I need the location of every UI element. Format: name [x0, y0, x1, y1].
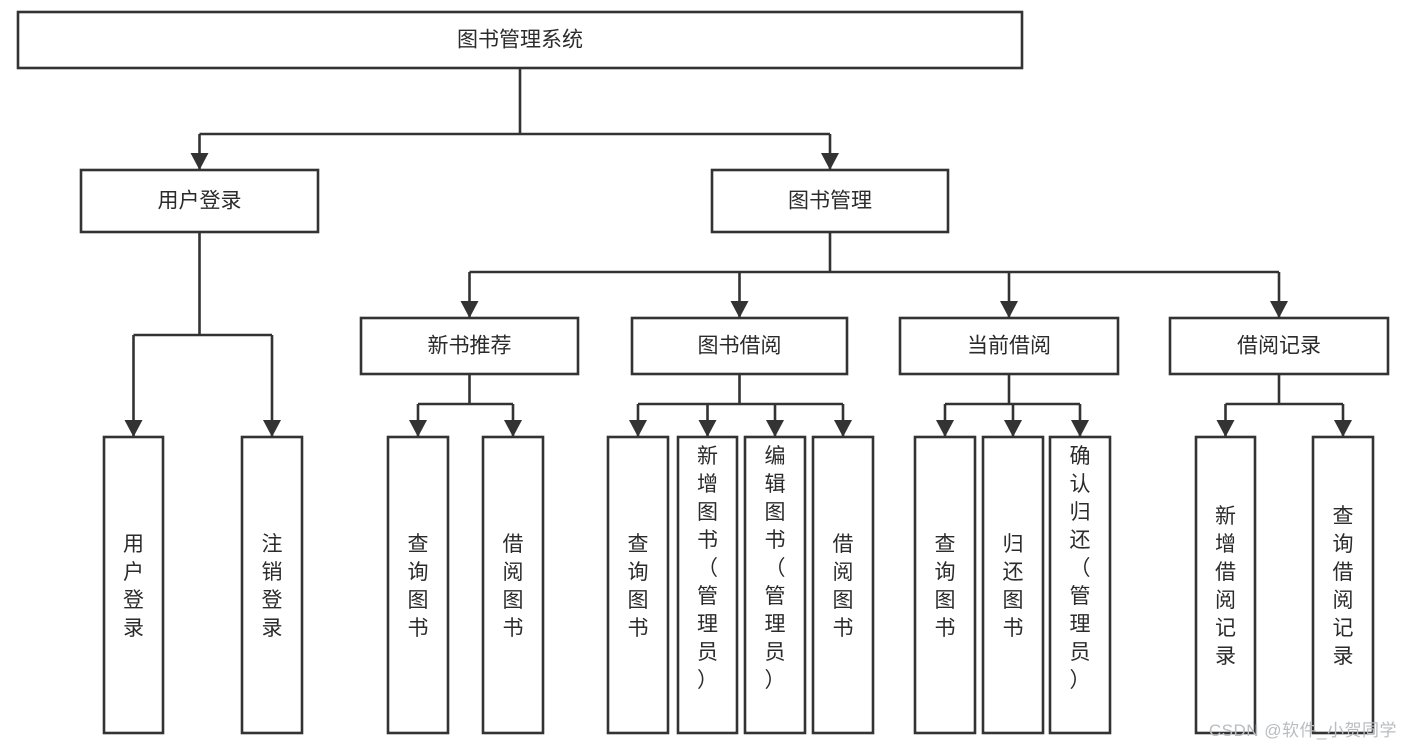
node-leaf-query-book-2[interactable]: 查询图书 — [606, 435, 670, 735]
node-label-vertical: 编辑图书（管理员） — [765, 445, 786, 692]
arrow-head-icon — [1000, 301, 1018, 318]
connector-layer — [124, 68, 1352, 437]
node-leaf-borrow-book-1[interactable]: 借阅图书 — [481, 435, 545, 735]
node-box — [710, 168, 950, 234]
node-box — [102, 435, 165, 735]
node-label: 新书推荐 — [428, 335, 512, 358]
arrow-head-icon — [834, 420, 852, 437]
node-leaf-return-book[interactable]: 归还图书 — [981, 435, 1045, 735]
node-leaf-query-book-1[interactable]: 查询图书 — [386, 435, 450, 735]
connector-group-borrow-record — [1216, 374, 1352, 437]
node-current-borrow[interactable]: 当前借阅 — [898, 316, 1120, 376]
node-leaf-user-login[interactable]: 用户登录 — [102, 435, 165, 735]
node-label: 图书管理系统 — [457, 29, 583, 52]
arrow-head-icon — [460, 301, 479, 318]
node-leaf-borrow-book-2[interactable]: 借阅图书 — [811, 435, 875, 735]
node-label: 图书管理 — [788, 190, 872, 213]
connector-group-user-login — [124, 232, 281, 437]
arrow-head-icon — [766, 420, 784, 437]
node-label-vertical: 查询借阅记录 — [1333, 505, 1354, 668]
node-box — [743, 435, 807, 735]
node-leaf-add-record[interactable]: 新增借阅记录 — [1194, 435, 1257, 735]
node-box — [79, 168, 320, 234]
node-label-vertical: 借阅图书 — [833, 533, 854, 640]
arrow-head-icon — [936, 420, 954, 437]
node-root[interactable]: 图书管理系统 — [16, 10, 1024, 70]
arrow-head-icon — [124, 420, 143, 437]
node-label-vertical: 借阅图书 — [503, 533, 524, 640]
node-box — [913, 435, 977, 735]
connector-group-book-borrow — [629, 374, 852, 437]
node-leaf-add-book[interactable]: 新增图书（管理员） — [676, 435, 739, 735]
arrow-head-icon — [730, 301, 749, 318]
node-box — [1168, 316, 1390, 376]
node-label-vertical: 用户登录 — [123, 533, 144, 640]
node-leaf-edit-book[interactable]: 编辑图书（管理员） — [743, 435, 807, 735]
csdn-watermark: CSDN @软件_小贺同学 — [1208, 721, 1397, 740]
node-label-vertical: 注销登录 — [262, 533, 283, 640]
node-box — [1048, 435, 1112, 735]
node-label-vertical: 查询图书 — [628, 533, 649, 640]
arrow-head-icon — [504, 420, 522, 437]
arrow-head-icon — [698, 420, 717, 437]
arrow-head-icon — [1071, 420, 1089, 437]
node-layer: 图书管理系统用户登录图书管理新书推荐图书借阅当前借阅借阅记录用户登录注销登录查询… — [16, 10, 1390, 735]
node-box — [898, 316, 1120, 376]
node-label-vertical: 新增借阅记录 — [1215, 505, 1236, 668]
node-box — [630, 316, 849, 376]
connector-group-book-manage — [460, 232, 1288, 318]
node-box — [481, 435, 545, 735]
node-label: 图书借阅 — [698, 335, 782, 358]
node-new-book-rec[interactable]: 新书推荐 — [359, 316, 580, 376]
node-label-vertical: 确认归还（管理员） — [1070, 445, 1091, 692]
node-box — [606, 435, 670, 735]
arrow-head-icon — [1334, 420, 1352, 437]
node-borrow-record[interactable]: 借阅记录 — [1168, 316, 1390, 376]
arrow-head-icon — [629, 420, 647, 437]
node-leaf-user-logout[interactable]: 注销登录 — [240, 435, 304, 735]
node-leaf-query-book-3[interactable]: 查询图书 — [913, 435, 977, 735]
node-label-vertical: 归还图书 — [1003, 533, 1024, 640]
node-leaf-query-record[interactable]: 查询借阅记录 — [1311, 435, 1375, 735]
node-book-borrow[interactable]: 图书借阅 — [630, 316, 849, 376]
node-label-vertical: 新增图书（管理员） — [697, 445, 718, 692]
arrow-head-icon — [1004, 420, 1022, 437]
node-box — [811, 435, 875, 735]
node-box — [240, 435, 304, 735]
node-box — [1194, 435, 1257, 735]
node-box — [676, 435, 739, 735]
arrow-head-icon — [1216, 420, 1235, 437]
node-label: 借阅记录 — [1237, 335, 1321, 358]
arrow-head-icon — [263, 420, 281, 437]
node-label-vertical: 查询图书 — [408, 533, 429, 640]
arrow-head-icon — [409, 420, 427, 437]
connector-group-new-book-rec — [409, 374, 522, 437]
node-book-manage[interactable]: 图书管理 — [710, 168, 950, 234]
node-label: 用户登录 — [158, 190, 242, 213]
arrow-head-icon — [821, 153, 839, 170]
node-box — [981, 435, 1045, 735]
node-label: 当前借阅 — [967, 335, 1051, 358]
arrow-head-icon — [1270, 301, 1288, 318]
arrow-head-icon — [190, 153, 209, 170]
node-label-vertical: 查询图书 — [935, 533, 956, 640]
node-box — [386, 435, 450, 735]
node-user-login[interactable]: 用户登录 — [79, 168, 320, 234]
node-box — [359, 316, 580, 376]
node-leaf-confirm-return[interactable]: 确认归还（管理员） — [1048, 435, 1112, 735]
node-box — [16, 10, 1024, 70]
connector-group-current-borrow — [936, 374, 1089, 437]
connector-group-root — [190, 68, 839, 170]
node-box — [1311, 435, 1375, 735]
